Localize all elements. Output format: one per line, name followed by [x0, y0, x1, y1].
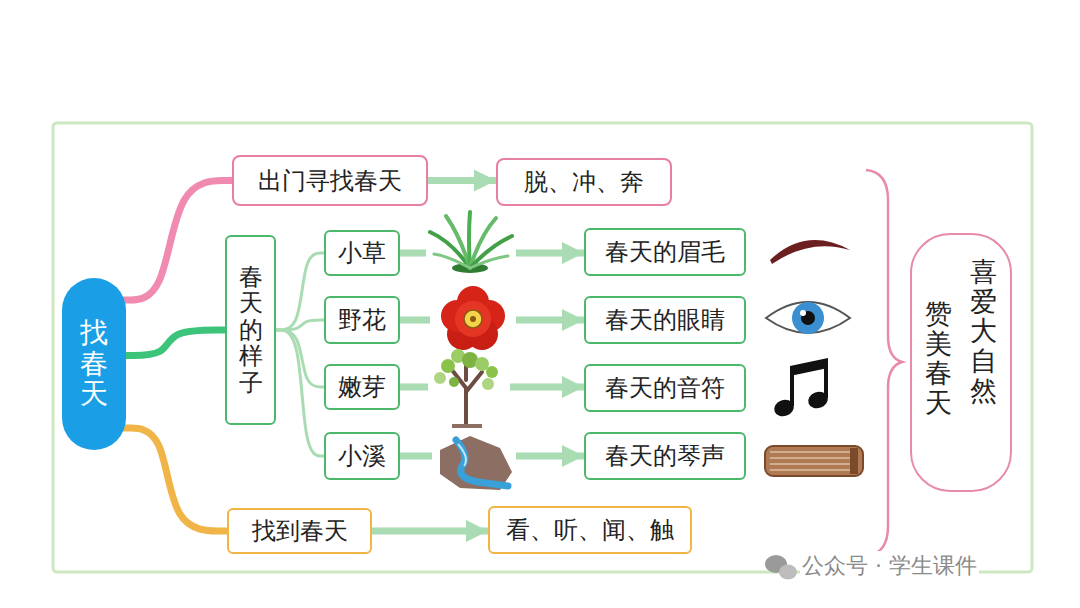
item-box-text: 嫩芽 — [338, 371, 386, 403]
item-box-text: 小溪 — [338, 440, 386, 472]
result-box: 看、听、闻、触 — [488, 506, 692, 554]
sprout-tree-picture-part — [428, 350, 510, 430]
stream-picture — [432, 430, 516, 494]
branch-curve — [124, 428, 227, 531]
item-box-text: 小草 — [338, 237, 386, 269]
grass-picture-part — [469, 212, 470, 268]
stream-picture-part — [432, 430, 516, 494]
eyebrow-picture-part — [770, 240, 850, 264]
branch-box-text: 春天的样子 — [239, 264, 263, 396]
branch-box-text: 出门寻找春天 — [258, 165, 402, 197]
root-pill: 找春天 — [62, 278, 126, 450]
flower-picture-part — [455, 301, 491, 337]
branch-box: 找到春天 — [227, 508, 372, 554]
stream-picture-part — [458, 444, 466, 466]
result-box-text: 看、听、闻、触 — [506, 514, 674, 546]
branch-box: 出门寻找春天 — [232, 155, 428, 206]
wechat-icon-part — [779, 565, 797, 580]
item-box: 野花 — [324, 296, 400, 344]
metaphor-box-text: 春天的琴声 — [605, 440, 725, 472]
guqin-picture — [765, 446, 863, 476]
watermark: 公众号 · 学生课件 — [800, 551, 979, 581]
item-box: 小草 — [324, 230, 400, 276]
theme-box: 喜爱大自然赞美春天 — [910, 233, 1012, 492]
sprout-tree-picture-part — [449, 377, 459, 387]
guqin-picture-part — [765, 446, 863, 476]
sprout-tree-picture-part — [434, 372, 446, 384]
branch-curve — [124, 181, 232, 301]
arrow-connector — [428, 177, 496, 184]
item-box: 嫩芽 — [324, 364, 400, 410]
flower-picture — [430, 284, 516, 350]
sprout-tree-picture — [428, 349, 510, 430]
stream-picture-part — [456, 440, 508, 486]
metaphor-box: 春天的琴声 — [584, 432, 746, 480]
result-box-text: 脱、冲、奔 — [524, 166, 644, 198]
sprout-tree-picture-part — [482, 378, 494, 390]
metaphor-box: 春天的音符 — [584, 364, 746, 412]
right-brace — [866, 170, 902, 556]
flower-picture-part — [430, 284, 516, 350]
theme-box-text: 赞美春天 — [925, 299, 952, 418]
metaphor-box: 春天的眼睛 — [584, 296, 746, 344]
eye-picture — [766, 302, 850, 334]
grass-picture-part — [434, 254, 470, 268]
grass-picture-part — [470, 236, 512, 268]
branch-curve — [126, 330, 225, 355]
brace-line — [276, 320, 324, 330]
guqin-picture-part — [770, 452, 858, 470]
music-note-picture-part — [790, 358, 828, 376]
metaphor-box-text: 春天的眼睛 — [605, 304, 725, 336]
arrow-connector — [372, 528, 488, 535]
root-pill-text: 找春天 — [80, 318, 108, 410]
grass-picture — [426, 208, 516, 276]
sprout-tree-picture-part — [452, 364, 482, 426]
grass-picture-part — [426, 208, 516, 276]
item-box-text: 野花 — [338, 304, 386, 336]
wechat-icon — [765, 555, 797, 580]
eye-picture-part — [766, 302, 850, 333]
branch-box-text: 找到春天 — [252, 515, 348, 547]
flower-picture-part — [470, 316, 476, 322]
eye-picture-part — [800, 310, 806, 316]
theme-box-text: 喜爱大自然 — [970, 257, 997, 405]
grass-picture-part — [446, 216, 470, 268]
flower-picture-part — [464, 310, 482, 328]
metaphor-box-text: 春天的眉毛 — [605, 236, 725, 268]
branch-box: 春天的样子 — [225, 235, 276, 425]
item-box: 小溪 — [324, 432, 400, 480]
metaphor-box: 春天的眉毛 — [584, 228, 746, 276]
brace-line — [276, 330, 324, 456]
brace-line — [276, 253, 324, 330]
music-note-picture — [772, 358, 830, 419]
sprout-tree-picture-part — [452, 424, 482, 428]
result-box: 脱、冲、奔 — [496, 158, 672, 206]
grass-picture-part — [470, 256, 508, 268]
eye-picture-part — [792, 302, 824, 334]
eye-picture-part — [801, 311, 815, 325]
outer-frame — [53, 123, 1032, 572]
stream-picture-part — [440, 436, 512, 490]
sprout-tree-picture-part — [486, 366, 498, 378]
guqin-picture-part — [850, 448, 858, 474]
eyebrow-picture — [770, 240, 850, 264]
metaphor-box-text: 春天的音符 — [605, 372, 725, 404]
sprout-tree-picture-part — [441, 359, 455, 373]
